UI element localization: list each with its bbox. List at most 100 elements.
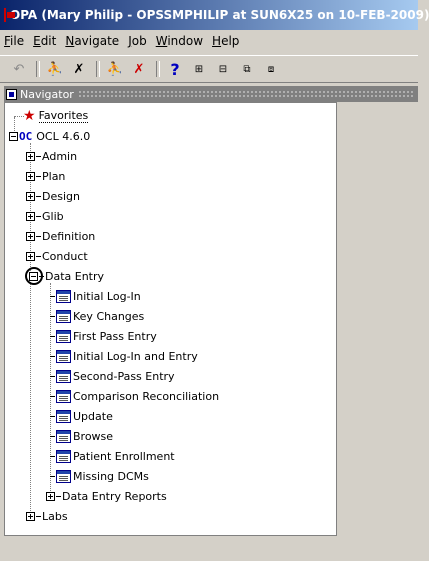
tree-connector <box>50 283 51 495</box>
tree-item-missing-dcms[interactable]: Missing DCMs <box>50 468 149 484</box>
tree-dash <box>36 175 41 177</box>
expand-toggle-icon[interactable] <box>26 151 35 161</box>
tree-dash <box>36 155 41 157</box>
form-icon <box>56 469 71 483</box>
expand-toggle-icon[interactable] <box>26 511 35 521</box>
favorites-icon: ★ <box>23 108 36 124</box>
run-red-icon[interactable]: ⛹ <box>106 61 124 77</box>
tree-item-label: Conduct <box>42 249 88 263</box>
tree-connector <box>30 143 31 515</box>
tree-item-label: Key Changes <box>73 309 145 323</box>
form-icon <box>56 389 71 403</box>
title-bar: OPA (Mary Philip - OPSSMPHILIP at SUN6X2… <box>0 0 429 30</box>
expand-toggle-icon[interactable] <box>26 211 35 221</box>
menu-navigate[interactable]: Navigate <box>65 34 120 48</box>
tree-item-key-changes[interactable]: Key Changes <box>50 308 144 324</box>
tree-item-ocl-root[interactable]: OC OCL 4.6.0 <box>9 128 90 144</box>
toolbar: ↶ ⛹ ✗ ⛹ ✗ ? ⊞ ⊟ ⧉ ⧈ <box>0 55 418 83</box>
tree-dash <box>50 415 55 417</box>
menu-help[interactable]: Help <box>212 34 240 48</box>
tree-item-label: Second-Pass Entry <box>73 369 175 383</box>
tree-item-first-pass-entry[interactable]: First Pass Entry <box>50 328 157 344</box>
tree-item-label: Data Entry <box>45 269 105 283</box>
tree-dash <box>50 355 55 357</box>
form-icon <box>56 449 71 463</box>
run-icon[interactable]: ⛹ <box>46 61 64 77</box>
tree-dash <box>36 255 41 257</box>
tree-item-initial-log-in[interactable]: Initial Log-In <box>50 288 141 304</box>
undo-icon[interactable]: ↶ <box>13 61 25 77</box>
tree-item-label: Glib <box>42 209 64 223</box>
menu-window[interactable]: Window <box>155 34 204 48</box>
menu-edit[interactable]: Edit <box>33 34 57 48</box>
tree-dash <box>50 435 55 437</box>
tree-item-design[interactable]: Design <box>26 188 80 204</box>
tree-dash <box>36 515 41 517</box>
collapse-all-icon[interactable]: ⧈ <box>267 63 275 75</box>
expand-icon[interactable]: ⊞ <box>194 63 204 75</box>
navigator-title-bar: Navigator <box>4 86 418 102</box>
expand-toggle-icon[interactable] <box>26 251 35 261</box>
window-title: OPA (Mary Philip - OPSSMPHILIP at SUN6X2… <box>10 8 429 22</box>
tree-item-label: Comparison Reconciliation <box>73 389 220 403</box>
tree-item-label: Data Entry Reports <box>62 489 167 503</box>
oc-icon: OC <box>19 129 33 143</box>
tree-item-label: Update <box>73 409 113 423</box>
tree-item-definition[interactable]: Definition <box>26 228 95 244</box>
tree-item-data-entry-reports[interactable]: Data Entry Reports <box>46 488 167 504</box>
toolbar-separator <box>36 61 40 77</box>
expand-toggle-icon[interactable] <box>26 171 35 181</box>
tree-item-plan[interactable]: Plan <box>26 168 65 184</box>
tree-dash <box>50 395 55 397</box>
menu-file[interactable]: File <box>4 34 25 48</box>
tree-item-data-entry[interactable]: Data Entry <box>29 268 104 284</box>
tree-item-patient-enrollment[interactable]: Patient Enrollment <box>50 448 175 464</box>
tree-item-glib[interactable]: Glib <box>26 208 64 224</box>
run-stop-icon[interactable]: ✗ <box>73 61 85 77</box>
tree-item-update[interactable]: Update <box>50 408 113 424</box>
tree-item-label: Design <box>42 189 80 203</box>
tree-item-initial-log-in-and-entry[interactable]: Initial Log-In and Entry <box>50 348 198 364</box>
tree-item-comparison-reconciliation[interactable]: Comparison Reconciliation <box>50 388 219 404</box>
app-icon <box>4 8 15 22</box>
navigator-tree-panel: ★ Favorites OC OCL 4.6.0 Admin Plan Desi… <box>4 102 337 536</box>
form-icon <box>56 349 71 363</box>
form-icon <box>56 289 71 303</box>
tree-item-labs[interactable]: Labs <box>26 508 68 524</box>
tree-item-favorites[interactable]: ★ Favorites <box>23 108 89 124</box>
tree-dash <box>50 295 55 297</box>
expand-all-icon[interactable]: ⧉ <box>243 63 251 75</box>
tree-item-label: Labs <box>42 509 68 523</box>
expand-toggle-icon[interactable] <box>26 191 35 201</box>
tree-dash <box>50 375 55 377</box>
navigator-title: Navigator <box>20 87 74 101</box>
collapse-icon[interactable]: ⊟ <box>218 63 228 75</box>
navigator-tree: ★ Favorites OC OCL 4.6.0 Admin Plan Desi… <box>5 103 336 535</box>
tree-dash <box>50 475 55 477</box>
tree-item-label: Favorites <box>38 109 89 123</box>
tree-item-second-pass-entry[interactable]: Second-Pass Entry <box>50 368 175 384</box>
tree-item-label: Browse <box>73 429 114 443</box>
tree-dash <box>36 235 41 237</box>
form-icon <box>56 329 71 343</box>
tree-item-conduct[interactable]: Conduct <box>26 248 88 264</box>
tree-dash <box>50 455 55 457</box>
tree-item-label: Admin <box>42 149 78 163</box>
form-icon <box>56 429 71 443</box>
tree-item-label: Definition <box>42 229 96 243</box>
stop-red-icon[interactable]: ✗ <box>133 61 145 77</box>
expand-toggle-icon[interactable] <box>26 231 35 241</box>
tree-item-browse[interactable]: Browse <box>50 428 113 444</box>
tree-item-label: Initial Log-In <box>73 289 141 303</box>
tree-dash <box>39 275 44 277</box>
collapse-toggle-icon[interactable] <box>9 131 18 141</box>
tree-dash <box>36 195 41 197</box>
expand-toggle-icon[interactable] <box>46 491 55 501</box>
collapse-toggle-icon[interactable] <box>29 271 38 281</box>
menu-job[interactable]: Job <box>128 34 147 48</box>
tree-connector <box>14 117 15 141</box>
panel-gap <box>337 102 418 536</box>
menu-bar: File Edit Navigate Job Window Help <box>0 30 418 52</box>
help-icon[interactable]: ? <box>170 59 180 79</box>
tree-item-admin[interactable]: Admin <box>26 148 77 164</box>
